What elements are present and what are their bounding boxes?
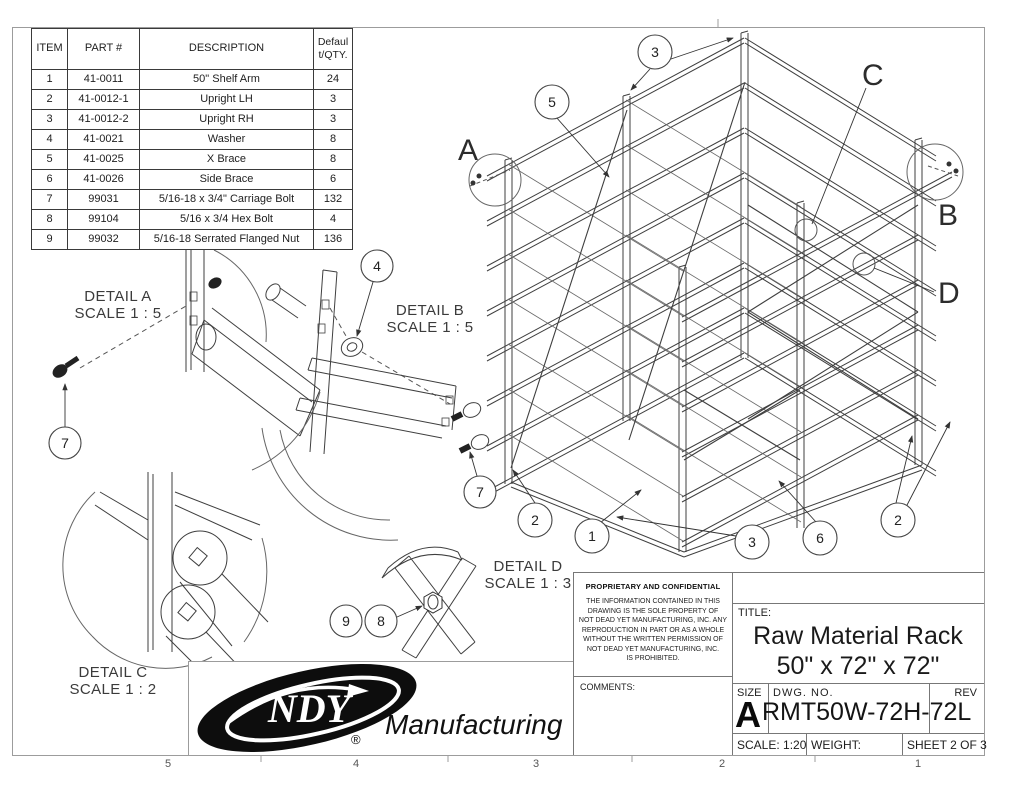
detail-d-label: DETAIL D SCALE 1 : 3 xyxy=(484,558,572,592)
scale-row: SCALE: 1:20 WEIGHT: SHEET 2 OF 3 xyxy=(732,734,987,755)
col-item: ITEM xyxy=(31,28,68,70)
col-description: DESCRIPTION xyxy=(139,28,314,70)
svg-text:1: 1 xyxy=(588,528,596,544)
weight-cell: WEIGHT: xyxy=(806,734,903,755)
detail-b-view xyxy=(261,269,490,541)
view-letter-c: C xyxy=(862,59,884,92)
title-label: TITLE: xyxy=(738,607,772,619)
scale-cell: SCALE: 1:20 xyxy=(732,734,807,755)
rev-cell: REV xyxy=(929,684,984,733)
comments-cell: COMMENTS: xyxy=(574,677,732,755)
weight-label: WEIGHT: xyxy=(811,738,861,752)
dwg-no-value: RMT50W-72H-72L xyxy=(762,698,972,726)
detail-leader-lines xyxy=(62,281,478,618)
proprietary-heading: PROPRIETARY AND CONFIDENTIAL xyxy=(585,582,721,591)
zone-ticks xyxy=(260,19,816,762)
svg-text:3: 3 xyxy=(748,534,756,550)
detail-c-label: DETAIL C SCALE 1 : 2 xyxy=(69,664,157,698)
svg-text:4: 4 xyxy=(373,258,381,274)
svg-text:6: 6 xyxy=(816,530,824,546)
zone-number: 5 xyxy=(165,758,172,770)
zone-number: 2 xyxy=(719,758,726,770)
logo-box: NDY ® Manufacturing xyxy=(188,661,576,756)
sheet-value: SHEET 2 OF 3 xyxy=(907,738,987,752)
size-label: SIZE xyxy=(737,687,762,699)
balloon-callouts: 3 5 2 1 3 6 2 7 4 7 9 8 xyxy=(48,34,916,638)
rev-label: REV xyxy=(954,687,977,699)
logo-registered-mark: ® xyxy=(351,732,361,747)
svg-text:3: 3 xyxy=(651,44,659,60)
dwg-no-label: DWG. NO. xyxy=(773,687,834,699)
proprietary-body: THE INFORMATION CONTAINED IN THIS DRAWIN… xyxy=(578,598,728,662)
comments-label: COMMENTS: xyxy=(580,682,635,692)
dwg-row: SIZE A DWG. NO. RMT50W-72H-72L REV xyxy=(732,684,984,735)
col-part: PART # xyxy=(67,28,140,70)
table-header-row: ITEM PART # DESCRIPTION Default/QTY. xyxy=(31,28,353,70)
ndy-logo: NDY ® Manufacturing xyxy=(197,664,563,752)
col-qty: Default/QTY. xyxy=(313,28,353,70)
svg-text:5: 5 xyxy=(548,94,556,110)
view-letter-a: A xyxy=(458,134,478,167)
dwg-no-cell: DWG. NO. RMT50W-72H-72L xyxy=(762,684,971,733)
drawing-title-line1: Raw Material Rack xyxy=(753,622,963,650)
iso-rack-view xyxy=(468,30,964,558)
detail-a-view xyxy=(52,244,321,471)
detail-c-view xyxy=(62,472,269,679)
title-block: PROPRIETARY AND CONFIDENTIAL THE INFORMA… xyxy=(573,572,987,755)
title-block-right-column: TITLE: Raw Material Rack 50" x 72" x 72"… xyxy=(732,573,987,755)
svg-text:7: 7 xyxy=(476,484,484,500)
detail-b-label: DETAIL B SCALE 1 : 5 xyxy=(386,302,474,336)
sheet-cell: SHEET 2 OF 3 xyxy=(902,734,987,755)
title-block-left-column: PROPRIETARY AND CONFIDENTIAL THE INFORMA… xyxy=(574,573,733,755)
detail-a-label: DETAIL A SCALE 1 : 5 xyxy=(74,288,162,322)
svg-text:8: 8 xyxy=(377,613,385,629)
scale-value: SCALE: 1:20 xyxy=(737,738,807,752)
view-letters: A B C D xyxy=(458,59,960,310)
svg-text:2: 2 xyxy=(531,512,539,528)
view-letter-b: B xyxy=(938,199,958,232)
title-block-empty-row xyxy=(732,573,984,604)
proprietary-notice: PROPRIETARY AND CONFIDENTIAL THE INFORMA… xyxy=(574,573,732,677)
zone-number: 3 xyxy=(533,758,540,770)
title-cell: TITLE: Raw Material Rack 50" x 72" x 72" xyxy=(732,604,984,684)
logo-acronym: NDY xyxy=(267,686,354,731)
iso-leader-lines xyxy=(512,37,951,537)
svg-text:9: 9 xyxy=(342,613,350,629)
svg-text:7: 7 xyxy=(61,435,69,451)
logo-word: Manufacturing xyxy=(385,709,563,740)
zone-number: 4 xyxy=(353,758,360,770)
detail-d-view xyxy=(381,546,477,659)
view-letter-d: D xyxy=(938,277,960,310)
svg-text:2: 2 xyxy=(894,512,902,528)
drawing-title-line2: 50" x 72" x 72" xyxy=(776,652,940,680)
zone-number: 1 xyxy=(915,758,922,770)
size-value: A xyxy=(735,694,761,735)
size-cell: SIZE A xyxy=(732,684,769,735)
